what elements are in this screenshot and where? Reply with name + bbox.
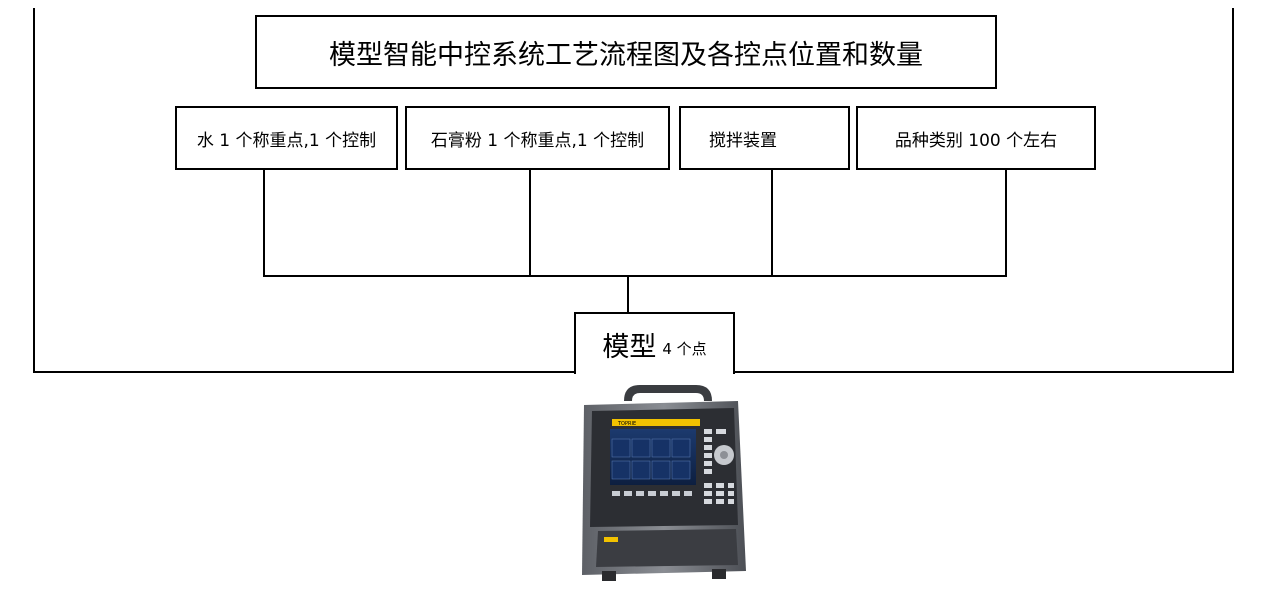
model-label: 模型 xyxy=(602,331,657,363)
handle xyxy=(624,385,712,401)
printer-panel xyxy=(596,529,738,567)
node-gypsum: 石膏粉 1 个称重点,1 个控制 xyxy=(405,106,670,170)
node-variety: 品种类别 100 个左右 xyxy=(856,106,1096,170)
diagram-title: 模型智能中控系统工艺流程图及各控点位置和数量 xyxy=(255,15,997,89)
node-mixer: 搅拌装置 xyxy=(679,106,850,170)
data-recorder-image: TOPRIE xyxy=(582,385,746,581)
node-model: 模型 4 个点 xyxy=(574,312,735,374)
brand-logo: TOPRIE xyxy=(617,421,636,427)
model-points: 4 个点 xyxy=(662,339,707,358)
node-water: 水 1 个称重点,1 个控制 xyxy=(175,106,398,170)
